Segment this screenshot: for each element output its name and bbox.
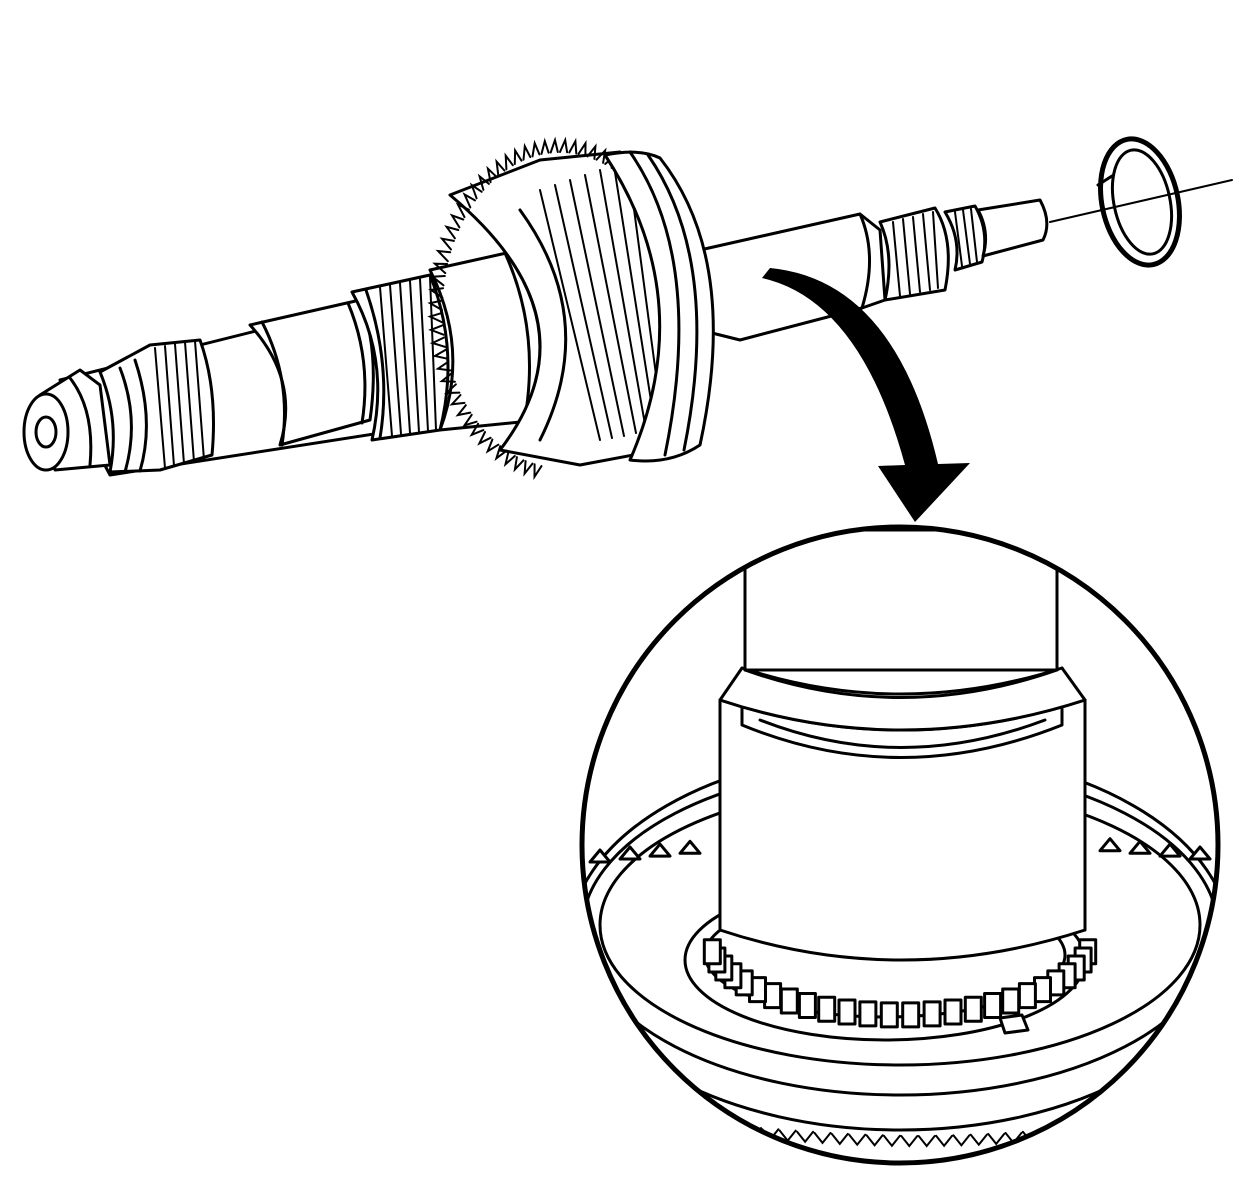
magnified-circle-icon (579, 524, 1221, 1166)
shaft-axis-line (1049, 179, 1233, 223)
front-splines (98, 338, 215, 474)
zoom-hub-splines (702, 938, 1098, 1029)
curved-arrow-icon (762, 268, 970, 522)
snap-ring (1096, 136, 1182, 268)
zoom-border (579, 524, 1221, 1166)
rear-splines (878, 198, 1049, 302)
synchro-cone (603, 150, 715, 463)
shaft-nose (22, 368, 112, 472)
mainshaft-assembly (22, 136, 1233, 481)
